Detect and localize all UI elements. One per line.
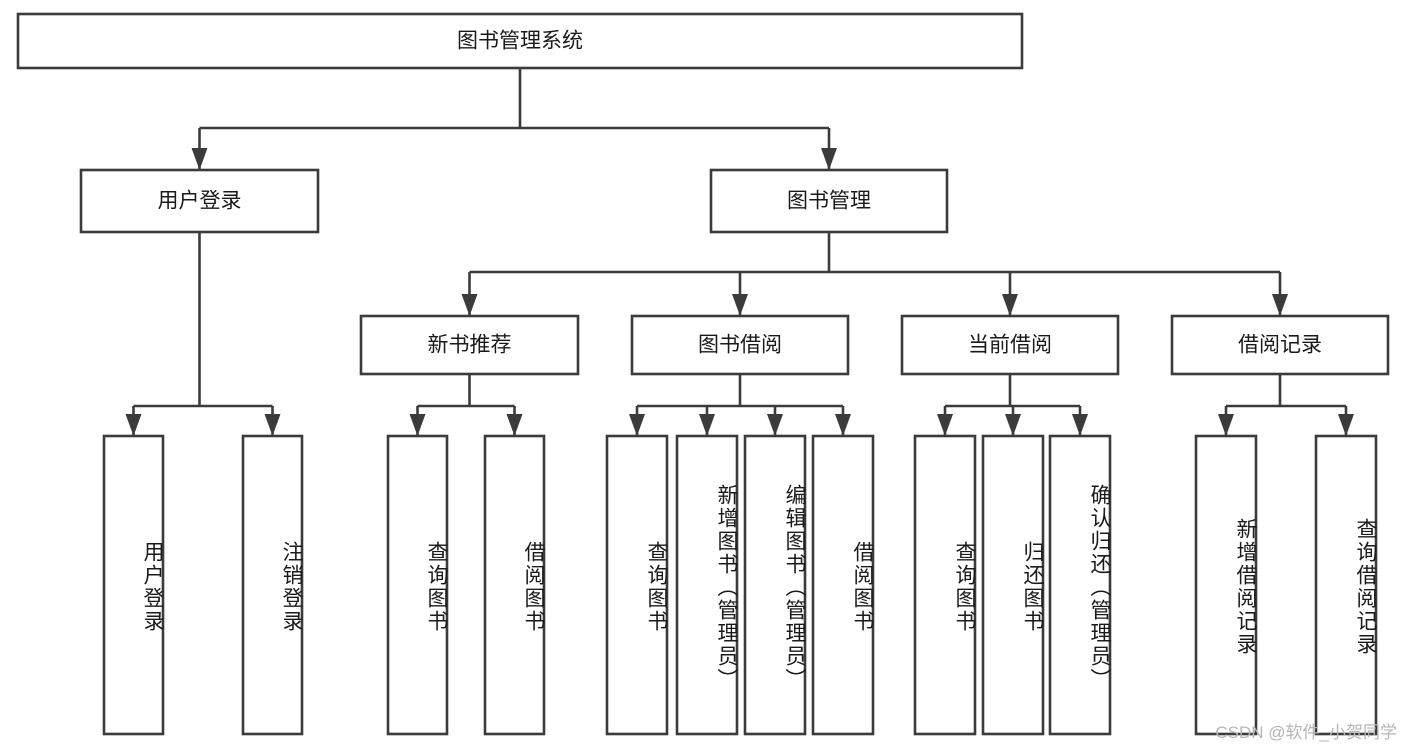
node-leaf-5-新增图书管理员[interactable] bbox=[675, 434, 739, 736]
node-l3-新书推荐[interactable] bbox=[359, 314, 580, 376]
arrow-head-icon bbox=[1272, 294, 1288, 316]
node-l2-用户登录[interactable] bbox=[79, 168, 320, 234]
arrow-head-icon bbox=[264, 414, 281, 436]
node-l3-label-图书借阅: 图书借阅 bbox=[698, 334, 782, 357]
arrow-head-icon bbox=[506, 414, 523, 436]
node-l3-label-借阅记录: 借阅记录 bbox=[1238, 334, 1322, 357]
arrow-head-icon bbox=[1218, 414, 1234, 436]
arrow-head-icon bbox=[821, 148, 837, 170]
arrow-head-icon bbox=[125, 414, 142, 436]
node-leaf-10-确认归还管理员[interactable] bbox=[1048, 434, 1112, 736]
node-l3-label-当前借阅: 当前借阅 bbox=[968, 334, 1052, 357]
node-leaf-6-编辑图书管理员[interactable] bbox=[743, 434, 807, 736]
arrow-head-icon bbox=[461, 294, 478, 316]
arrow-head-icon bbox=[767, 414, 783, 436]
node-leaf-0-用户登录[interactable] bbox=[102, 434, 165, 736]
node-l2-图书管理[interactable] bbox=[709, 168, 949, 234]
node-leaf-9-归还图书[interactable] bbox=[981, 434, 1045, 736]
arrow-head-icon bbox=[937, 414, 953, 436]
node-l3-借阅记录[interactable] bbox=[1170, 314, 1390, 376]
node-root-label: 图书管理系统 bbox=[457, 30, 583, 53]
node-l3-label-新书推荐: 新书推荐 bbox=[428, 334, 512, 357]
arrow-head-icon bbox=[409, 414, 426, 436]
node-leaf-1-注销登录[interactable] bbox=[241, 434, 304, 736]
node-root-图书管理系统[interactable] bbox=[16, 12, 1024, 70]
arrow-head-icon bbox=[699, 414, 715, 436]
arrow-head-icon bbox=[191, 148, 208, 170]
arrow-head-icon bbox=[1072, 414, 1088, 436]
node-leaf-3-借阅图书[interactable] bbox=[483, 434, 546, 736]
arrow-head-icon bbox=[1002, 294, 1018, 316]
node-box-group bbox=[16, 12, 1390, 736]
node-leaf-11-新增借阅记录[interactable] bbox=[1194, 434, 1258, 736]
arrow-head-icon bbox=[835, 414, 851, 436]
arrow-head-icon bbox=[732, 294, 748, 316]
node-leaf-12-查询借阅记录[interactable] bbox=[1314, 434, 1378, 736]
arrow-head-icon bbox=[1338, 414, 1354, 436]
node-l2-label-图书管理: 图书管理 bbox=[787, 190, 871, 213]
node-leaf-2-查询图书[interactable] bbox=[386, 434, 449, 736]
watermark-text: CSDN @软件_小贺同学 bbox=[1215, 723, 1397, 742]
node-l3-当前借阅[interactable] bbox=[900, 314, 1120, 376]
node-leaf-8-查询图书[interactable] bbox=[913, 434, 977, 736]
node-leaf-4-查询图书[interactable] bbox=[605, 434, 669, 736]
arrow-head-icon bbox=[629, 414, 645, 436]
node-leaf-7-借阅图书[interactable] bbox=[811, 434, 875, 736]
node-l2-label-用户登录: 用户登录 bbox=[158, 190, 242, 213]
node-l3-图书借阅[interactable] bbox=[630, 314, 850, 376]
connector-group bbox=[125, 68, 1354, 436]
arrow-head-icon bbox=[1005, 414, 1021, 436]
